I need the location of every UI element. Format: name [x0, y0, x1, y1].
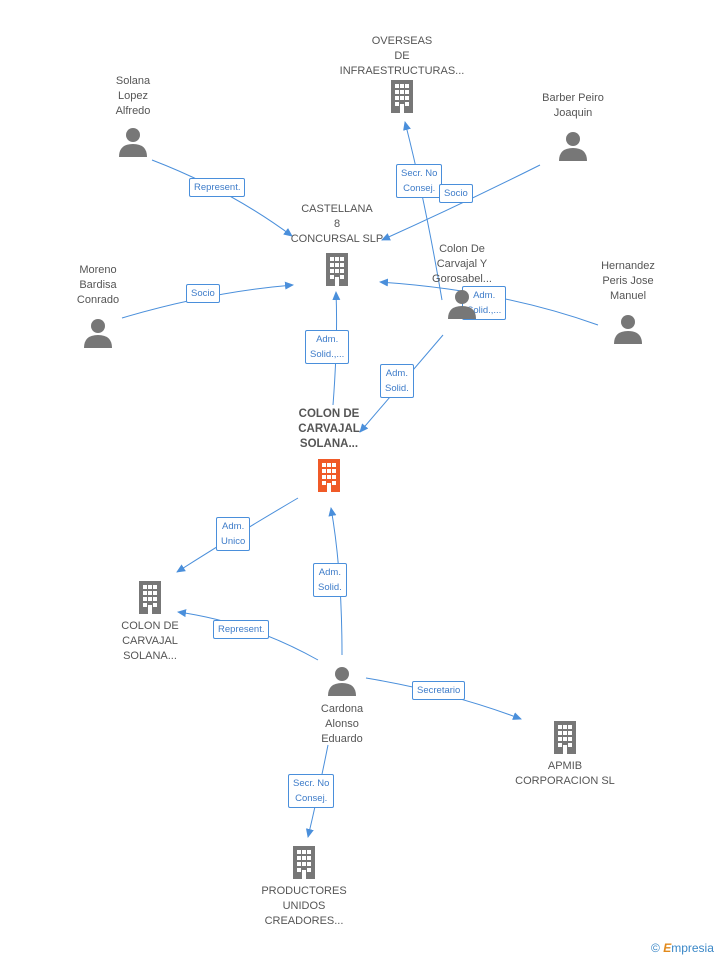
edge-label-secr-no-consej[interactable]: Secr. No Consej.	[288, 774, 335, 808]
brand-logo: © Empresia	[651, 941, 714, 955]
person-icon	[559, 132, 587, 161]
person-icon	[448, 290, 476, 319]
edge-label-adm-solid[interactable]: Adm. Solid.	[313, 563, 347, 597]
node-barber[interactable]: Barber Peiro Joaquin	[521, 91, 625, 161]
node-colon-gorosabel[interactable]: Colon De Carvajal Y Gorosabel...	[414, 242, 510, 319]
node-label: Moreno Bardisa Conrado	[76, 264, 120, 306]
person-icon	[84, 319, 112, 348]
building-icon	[391, 80, 413, 113]
edge-label-socio[interactable]: Socio	[439, 184, 473, 203]
node-label: Barber Peiro Joaquin	[542, 92, 604, 119]
node-apmib[interactable]: APMIB CORPORACION SL	[509, 720, 621, 789]
node-cardona[interactable]: Cardona Alonso Eduardo	[296, 666, 388, 747]
node-label: PRODUCTORES UNIDOS CREADORES...	[261, 885, 347, 927]
building-icon	[326, 253, 348, 286]
node-label: APMIB CORPORACION SL	[515, 760, 615, 787]
person-icon	[328, 667, 356, 696]
building-icon	[293, 846, 315, 879]
person-icon	[614, 315, 642, 344]
node-overseas[interactable]: OVERSEAS DE INFRAESTRUCTURAS...	[334, 34, 470, 113]
edge-label-secretario[interactable]: Secretario	[412, 681, 466, 700]
node-productores[interactable]: PRODUCTORES UNIDOS CREADORES...	[252, 845, 356, 929]
node-solana[interactable]: Solana Lopez Alfredo	[93, 74, 173, 157]
building-icon	[139, 581, 161, 614]
node-label: OVERSEAS DE INFRAESTRUCTURAS...	[339, 35, 465, 77]
edge-label-adm-solid[interactable]: Adm. Solid.	[380, 364, 414, 398]
edge-colongoro-overseas	[403, 121, 443, 301]
edge-barber-castellana	[381, 164, 541, 241]
brand-name: mpresia	[671, 941, 714, 955]
edge-label-adm-solid[interactable]: Adm. Solid.,...	[305, 330, 350, 364]
node-label: COLON DE CARVAJAL SOLANA...	[121, 620, 179, 662]
node-label: Cardona Alonso Eduardo	[320, 703, 364, 745]
node-label: Hernandez Peris Jose Manuel	[601, 260, 655, 302]
node-label: Colon De Carvajal Y Gorosabel...	[432, 243, 492, 285]
node-moreno[interactable]: Moreno Bardisa Conrado	[60, 263, 136, 348]
edge-label-represent[interactable]: Represent.	[213, 620, 270, 639]
edge-label-socio[interactable]: Socio	[186, 284, 220, 303]
edge-label-adm-unico[interactable]: Adm. Unico	[216, 517, 251, 551]
node-label: Solana Lopez Alfredo	[115, 75, 151, 117]
brand-initial: E	[663, 941, 672, 955]
building-icon	[554, 721, 576, 754]
node-colon-carvajal-2[interactable]: COLON DE CARVAJAL SOLANA...	[104, 580, 196, 664]
building-icon	[318, 459, 340, 492]
edge-solana-castellana	[151, 159, 293, 237]
node-hernandez[interactable]: Hernandez Peris Jose Manuel	[584, 259, 672, 344]
edge-label-represent[interactable]: Represent.	[189, 178, 246, 197]
edge-label-secr-no-consej[interactable]: Secr. No Consej.	[396, 164, 443, 198]
node-label: CASTELLANA 8 CONCURSAL SLP	[290, 203, 384, 245]
copyright-symbol: ©	[651, 941, 660, 955]
node-main-company[interactable]: COLON DE CARVAJAL SOLANA...	[278, 407, 380, 492]
node-label: COLON DE CARVAJAL SOLANA...	[298, 408, 360, 450]
person-icon	[119, 128, 147, 157]
node-castellana[interactable]: CASTELLANA 8 CONCURSAL SLP	[278, 202, 396, 286]
